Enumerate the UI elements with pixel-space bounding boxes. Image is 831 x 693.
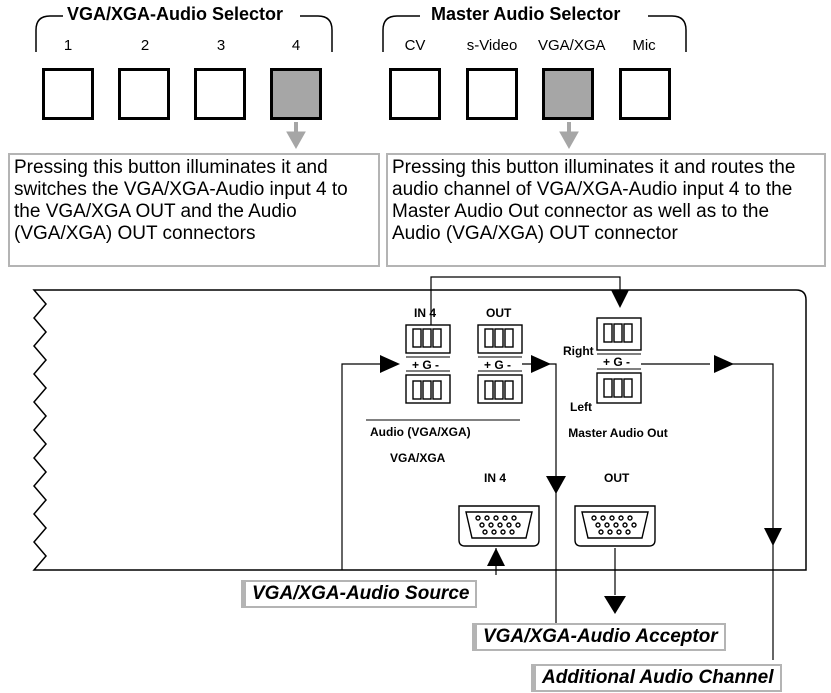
pointer-arrow-audio [559, 122, 579, 150]
master-right-label: Right [563, 344, 594, 358]
arrow-master-out [714, 355, 734, 373]
audio-button-label-mic: Mic [632, 37, 656, 54]
terminal-in4-bottom [405, 374, 451, 404]
master-gnd-label: + G - [603, 355, 631, 369]
out-gnd-label: + G - [484, 358, 512, 372]
vga-input-2-button[interactable] [118, 68, 170, 120]
audio-selector-bracket [382, 15, 687, 52]
arrow-vga-out-down [604, 596, 626, 614]
chassis-outline [32, 289, 807, 571]
vga-input-1-button[interactable] [42, 68, 94, 120]
additional-line [732, 363, 774, 660]
vga-selector-bracket [35, 15, 333, 52]
vga-button-label-3: 3 [216, 37, 226, 54]
audio-svideo-button[interactable] [466, 68, 518, 120]
vga-selector-title: VGA/XGA-Audio Selector [63, 4, 288, 25]
callout-source: VGA/XGA-Audio Source [241, 580, 478, 608]
vga-input-4-button[interactable] [270, 68, 322, 120]
vga-input-3-button[interactable] [194, 68, 246, 120]
terminal-in4-top [405, 324, 451, 354]
terminal-master-right [596, 317, 642, 351]
terminal-out-top [477, 324, 523, 354]
audio-cv-button[interactable] [389, 68, 441, 120]
terminal-out-bottom [477, 374, 523, 404]
vga-out-label: OUT [604, 471, 630, 485]
audio-selector-title: Master Audio Selector [427, 4, 625, 25]
terminal-master-left [596, 372, 642, 404]
vga-out-connector [574, 505, 656, 547]
vga-button-label-4: 4 [291, 37, 301, 54]
vga-button-label-1: 1 [63, 37, 73, 54]
terminal-out-label: OUT [486, 306, 512, 320]
master-route-line [430, 276, 621, 325]
vga-in4-label: IN 4 [484, 471, 507, 485]
audio-selector-description: Pressing this button illuminates it and … [386, 153, 826, 267]
audio-button-label-svideo: s-Video [466, 37, 518, 54]
vgaxga-group-label: VGA/XGA [390, 451, 446, 465]
arrow-out-audio [531, 355, 551, 373]
arrow-additional-down [764, 528, 782, 546]
master-audio-out-label: Master Audio Out [568, 426, 668, 440]
source-audio-line [341, 363, 382, 570]
audio-mic-button[interactable] [619, 68, 671, 120]
callout-acceptor: VGA/XGA-Audio Acceptor [472, 623, 726, 651]
in4-gnd-label: + G - [412, 358, 440, 372]
arrow-out-down [546, 476, 566, 494]
pointer-arrow-vga [286, 122, 306, 150]
vga-in4-connector [458, 505, 540, 547]
audio-vgaxga-label: Audio (VGA/XGA) [370, 425, 471, 439]
vga-button-label-2: 2 [140, 37, 150, 54]
terminal-in4-label: IN 4 [414, 306, 437, 320]
arrow-master-in [611, 290, 629, 308]
arrow-source-up [487, 548, 505, 566]
audio-button-label-cv: CV [404, 37, 426, 54]
audio-button-label-vgaxga: VGA/XGA [538, 37, 606, 54]
arrow-into-in4 [380, 355, 400, 373]
audio-vgaxga-button[interactable] [542, 68, 594, 120]
vga-selector-description: Pressing this button illuminates it and … [8, 153, 380, 267]
callout-additional: Additional Audio Channel [531, 664, 782, 692]
master-left-label: Left [570, 400, 592, 414]
